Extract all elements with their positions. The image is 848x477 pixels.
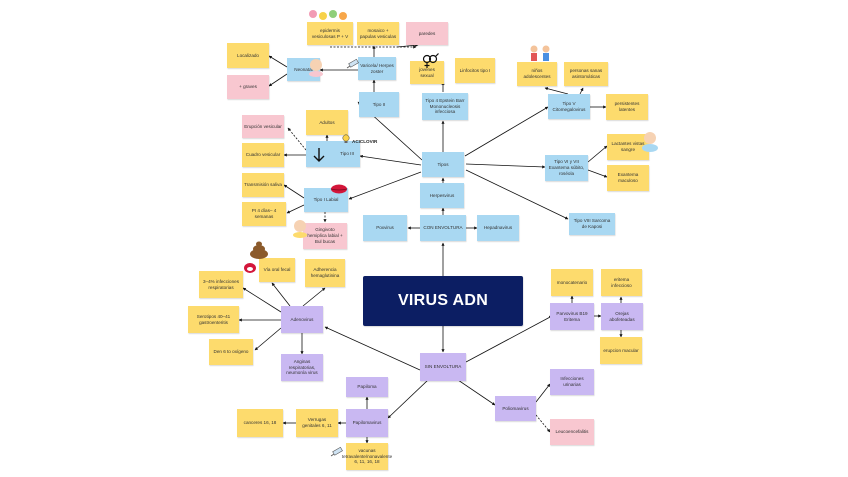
vacunas-note[interactable]: vacunas tetravalente/nonavalente 6, 11, … [342,443,392,470]
parvovirus-node[interactable]: Parvovirus B19 Eritema [550,303,594,330]
edge-sin-adeno [324,326,421,371]
edge-tipos-t67 [465,163,546,169]
edge-t1-pi [286,204,305,214]
lactantes-note[interactable]: Lactantes vistas sangre [607,134,649,160]
monocatenario-note[interactable]: monocatenario [551,269,593,296]
tipo-4-node[interactable]: Tipo 4 Epstein Barr Mononucleosis infecc… [422,93,468,120]
via-oral-note[interactable]: Vía oral fecal [259,258,295,282]
edge-tipos-t3 [359,154,422,166]
baby-gingivo-icon [290,218,310,238]
edge-t67-lact [587,145,608,163]
tipo-2-node[interactable]: Tipo II [359,92,399,117]
syringe-icon [346,56,362,70]
edge-tipos-t1 [348,171,422,200]
adenovirus-node[interactable]: Adenovirus [281,306,323,333]
sin-envoltura-node[interactable]: SIN ENVOLTURA [420,353,466,381]
ninos-note[interactable]: niños adolescentes [517,62,557,86]
poxvirus-node[interactable]: Poxvirus [363,215,407,241]
varicela-node[interactable]: Varicela/ Herpes zoster [358,57,396,80]
tipo-8-node[interactable]: Tipo VIII Sarcoma de Kaposi [569,213,615,235]
edge-sin-papil [387,379,429,419]
den-note[interactable]: Den 6 to oxígeno [209,339,253,365]
pi-dias-note[interactable]: PI 4 días– 4 semanas [242,202,286,226]
edge-ad-adher [302,287,326,307]
edge-t3-erupcion [287,127,307,151]
edge-sin-parvo [465,315,553,363]
hepadnavirus-node[interactable]: Hepadnavirus [477,215,519,241]
edge-tipos-t5 [464,106,549,157]
tres-cuatro-note[interactable]: 3–4% infecciones respiratorias [199,271,243,298]
edge-ad-oral [271,282,291,307]
infecciones-urinarias-node[interactable]: Infecciones urinarias [550,369,594,395]
transmision-note[interactable]: Transmisión saliva [242,173,284,197]
mosaico-note[interactable]: mosaico + papulas vesiculas [357,22,399,45]
canceres-note[interactable]: canceres 16, 18 [237,409,283,437]
adultos-note[interactable]: Adultos [306,110,348,135]
tipo-5-node[interactable]: Tipo V Citomegalovirus [548,94,590,119]
tipo-3-node[interactable]: Tipo III [306,141,360,167]
flowers-illustration-icon [305,6,351,24]
edge-sin-polio [457,379,496,406]
edge-t5-sanas [579,87,584,95]
gender-symbols-icon [420,53,440,69]
edge-tipos-t8 [465,169,569,220]
exantema-note[interactable]: Exantema maculoso [607,165,649,191]
paredes-note[interactable]: paredes [406,22,448,45]
erupcion-macular-note[interactable]: erupcion macular [600,337,642,364]
edge-ad-den [254,327,282,351]
serotipos-note[interactable]: Serotipos 40–41 gastroenteritis [188,306,239,333]
orejas-node[interactable]: Orejas abofeteadas [601,303,643,330]
con-envoltura-node[interactable]: CON ENVOLTURA [420,215,466,241]
papilomavirus-node[interactable]: Papilomavirus [346,409,388,437]
edge-neo-loc [268,55,288,68]
graves-note[interactable]: + graves [227,75,269,99]
poliomavirus-node[interactable]: Poliomavirus [495,396,536,421]
edge-neo-graves [268,73,288,87]
localizado-note[interactable]: Localizado [227,43,269,68]
anginas-node[interactable]: Anginas respiratorias, neumonía virus [281,354,323,381]
children-illustration-icon [526,44,554,62]
tipos-node[interactable]: Tipos [422,152,464,177]
linfocitos-note[interactable]: Linfocitos tipo I [455,58,495,83]
leucoencefalitis-note[interactable]: Leucoencefalitis [550,419,594,445]
lightbulb-icon [340,133,352,145]
verrugas-note[interactable]: Verrugas genitales 6, 11 [296,409,338,437]
persistentes-note[interactable]: persistentes latentes [606,94,648,120]
eritema-infeccioso-note[interactable]: eritema infeccioso [601,269,642,296]
herpesvirus-node[interactable]: Herpesvirus [420,183,464,208]
aciclovir-label: ACICLOVIR [352,139,378,144]
main-title-node[interactable]: VIRUS ADN [363,276,523,326]
adherencia-note[interactable]: Adherencia hemaglutinina [305,259,345,287]
cuadro-vesicular-note[interactable]: Cuadro vesicular [242,143,284,167]
baby-neonatal-icon [306,57,326,77]
epidermis-note[interactable]: epidermis vesiculosas P + V [307,22,353,45]
edge-mos-paredes [396,43,419,48]
baby-illustration-icon [639,130,661,152]
tipo-6-7-node[interactable]: Tipo VI y VII Exantema súbito, roséola [545,155,588,181]
edge-polio-inf [535,383,551,403]
syringe-vaccine-icon [330,444,346,458]
erupcion-note[interactable]: Erupción vesicular [242,115,284,138]
papiloma-node[interactable]: Papiloma [346,377,388,397]
personas-sanas-note[interactable]: personas sanas asintomáticas [564,62,608,86]
edge-t5-ninos [544,87,569,95]
arrow-down-icon [312,147,326,163]
edge-t1-trans [283,184,305,199]
edge-ad-34 [242,287,282,313]
poop-and-mouth-icon [243,240,271,278]
gingivo-note[interactable]: Gingivoto hemiplica labial + Bul bucas [303,223,347,249]
edge-polio-leuco [535,414,551,433]
lips-icon [330,183,348,195]
edge-t67-exan [587,169,608,178]
jovenes-note[interactable]: jovenes sexual [410,61,444,84]
